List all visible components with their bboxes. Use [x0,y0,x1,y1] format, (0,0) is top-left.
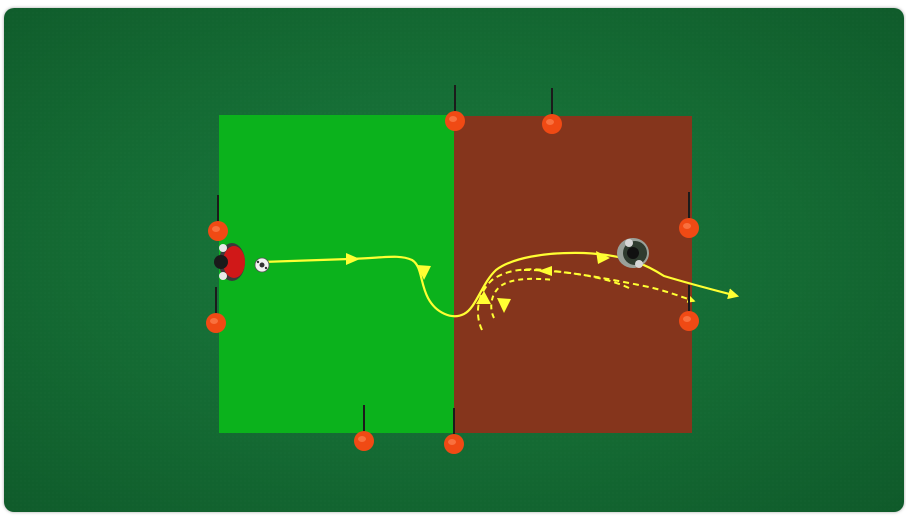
defender-player-icon [617,238,649,268]
drill-canvas [4,8,904,512]
drill-diagram [4,8,904,512]
defend-zone [454,116,692,433]
ball-icon [255,258,269,272]
